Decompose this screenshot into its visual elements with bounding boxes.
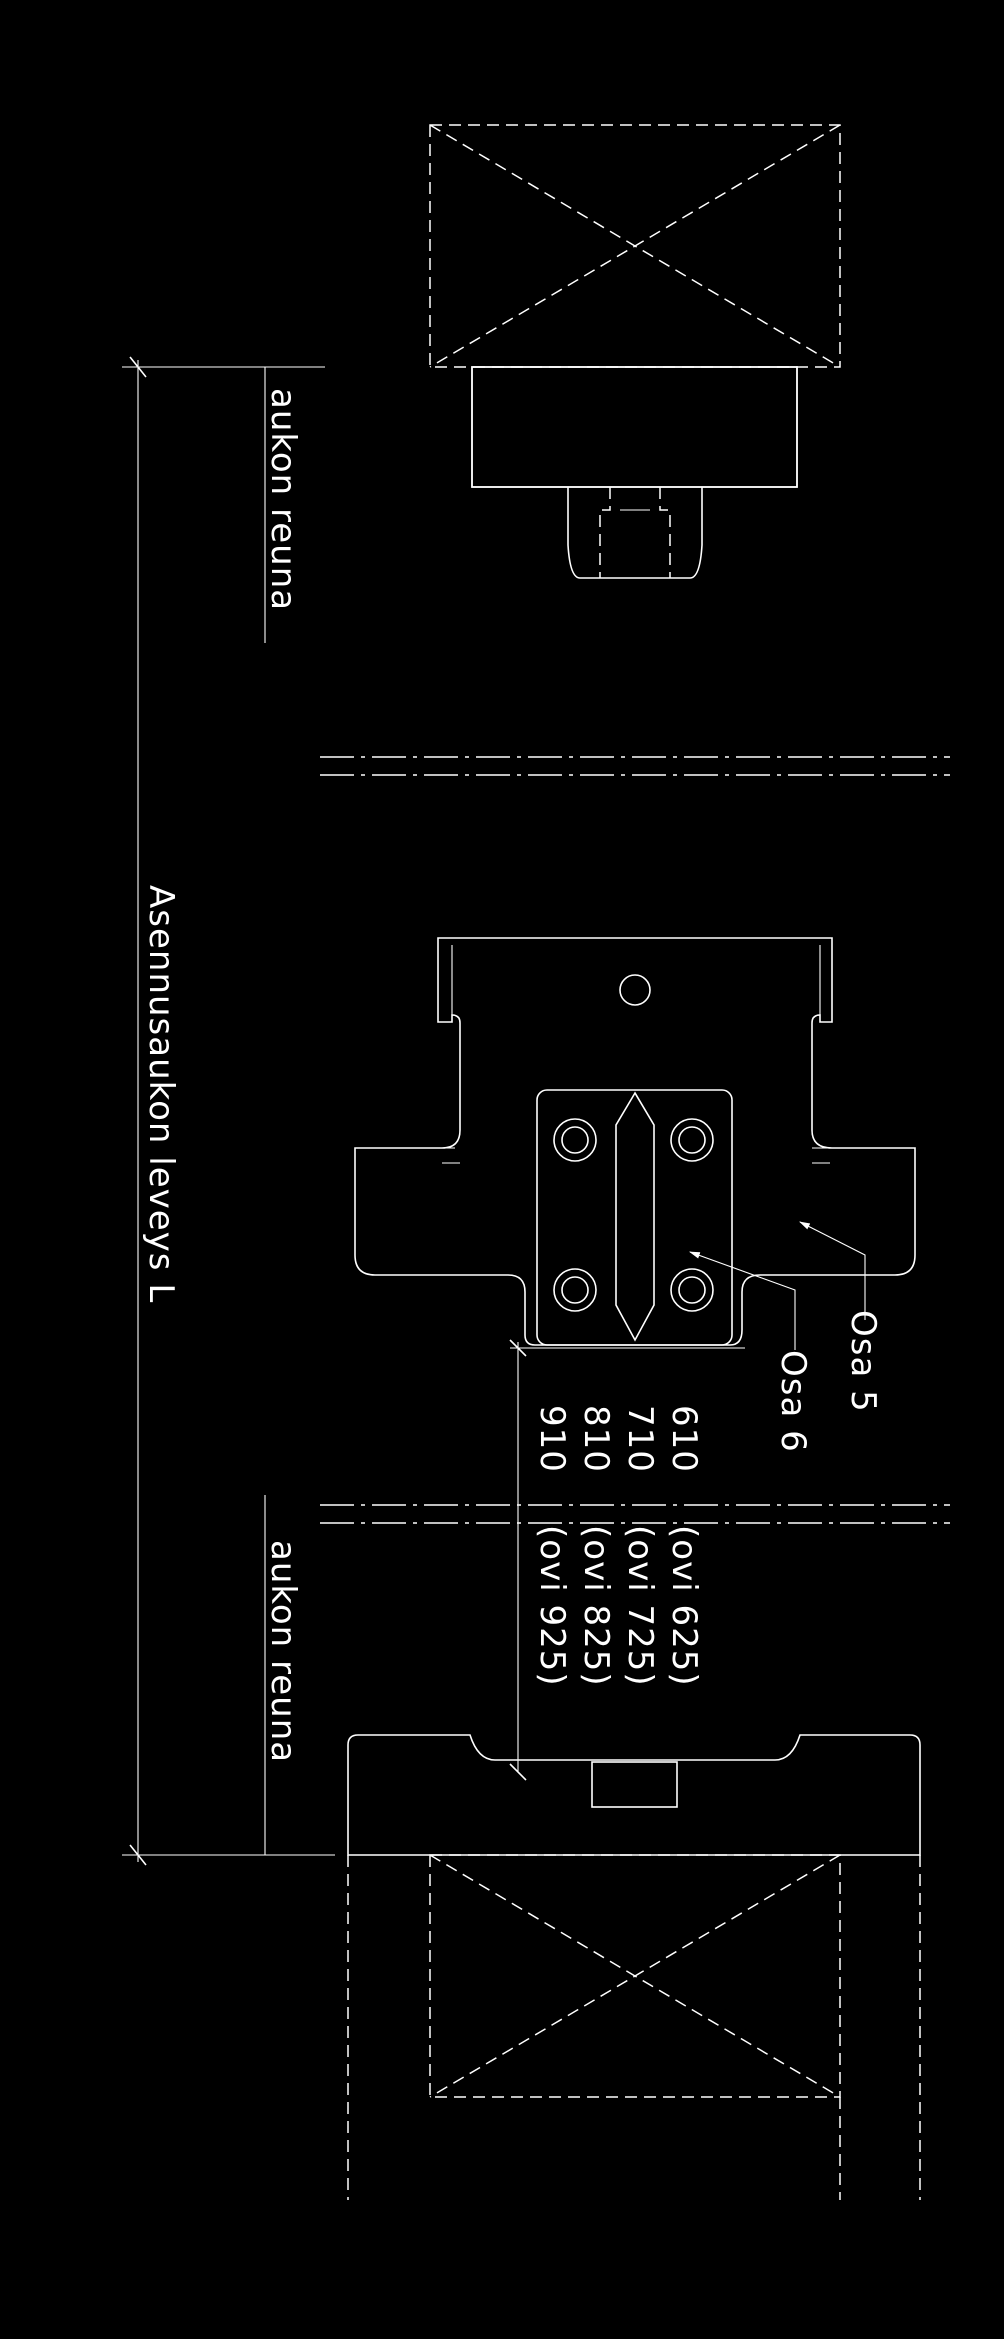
bottom-hatched-profile bbox=[347, 1734, 921, 1856]
part6-label: Osa 6 bbox=[773, 1350, 813, 1453]
plate-part6 bbox=[525, 1089, 745, 1349]
center-lines bbox=[320, 756, 950, 1524]
top-wall-block bbox=[429, 124, 841, 368]
dimension-lines-left bbox=[122, 356, 335, 1866]
leader-lines bbox=[688, 1221, 866, 1350]
dim-value-2: 710 bbox=[620, 1405, 660, 1473]
edge-label-top: aukon reuna bbox=[263, 388, 303, 611]
dim-value-3: 810 bbox=[576, 1405, 616, 1473]
bracket-part5 bbox=[354, 937, 916, 1346]
bottom-wall-block bbox=[347, 1854, 921, 2200]
edge-label-bottom: aukon reuna bbox=[263, 1540, 303, 1763]
top-hatched-profile bbox=[471, 366, 798, 579]
dim-door-4: (ovi 925) bbox=[532, 1525, 572, 1687]
dim-door-2: (ovi 725) bbox=[620, 1525, 660, 1687]
inner-dimension bbox=[509, 1339, 528, 1781]
dim-value-4: 910 bbox=[532, 1405, 572, 1473]
opening-width-label: Asennusaukon leveys L bbox=[141, 885, 181, 1303]
part5-label: Osa 5 bbox=[843, 1310, 883, 1413]
dim-door-1: (ovi 625) bbox=[664, 1525, 704, 1687]
dim-door-3: (ovi 825) bbox=[576, 1525, 616, 1687]
dim-value-1: 610 bbox=[664, 1405, 704, 1473]
